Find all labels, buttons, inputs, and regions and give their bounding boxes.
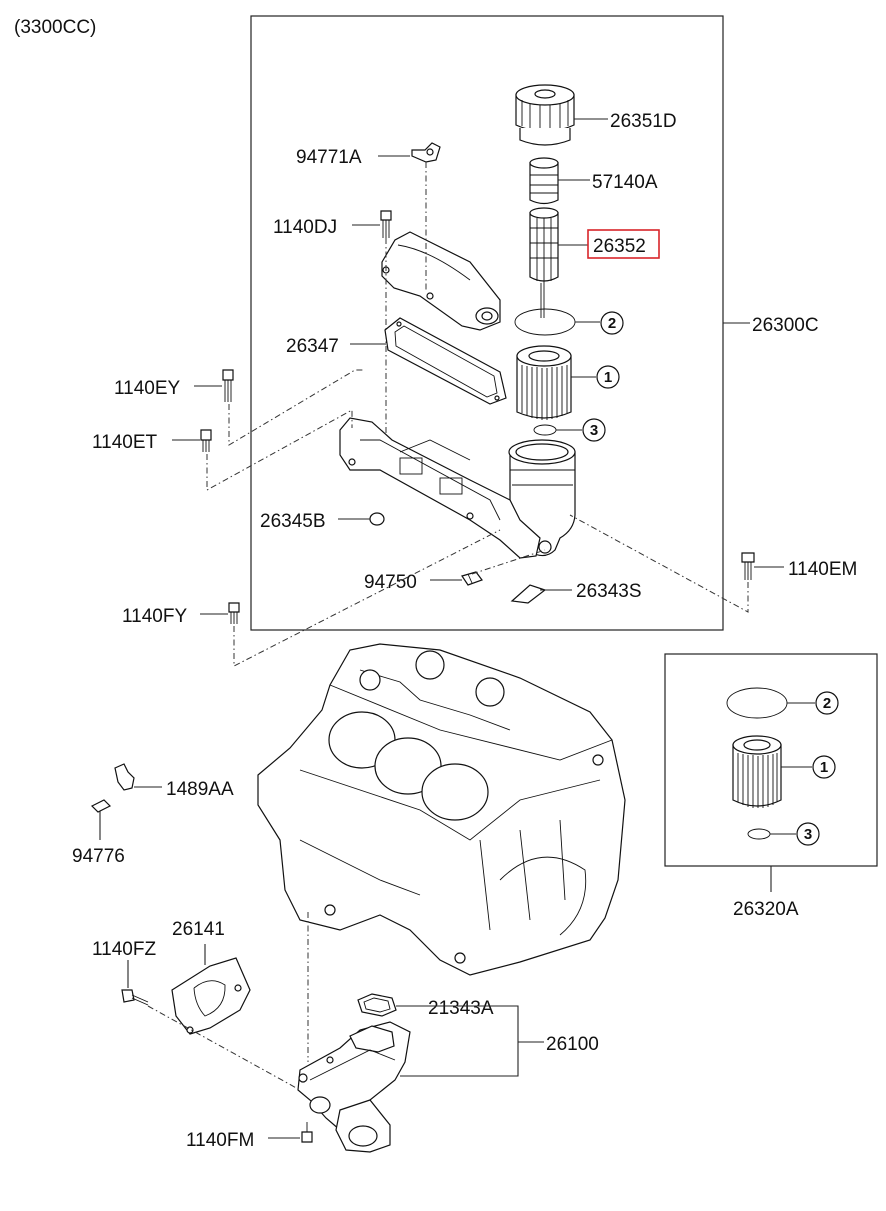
cooler-base-part[interactable]: [339, 417, 541, 559]
label-1140ET: 1140ET: [92, 432, 158, 453]
bolt-1140FZ-part[interactable]: [121, 989, 149, 1006]
bolt-1140FM-part[interactable]: [301, 1122, 313, 1143]
label-1489AA: 1489AA: [166, 779, 234, 800]
kit-callout-circle-3: [796, 822, 820, 846]
highlight-box-26352: [587, 229, 660, 259]
label-1140DJ: 1140DJ: [273, 217, 337, 238]
label-26345B: 26345B: [260, 511, 326, 532]
label-26347: 26347: [286, 336, 339, 357]
label-1140FY: 1140FY: [122, 606, 187, 627]
label-26351D: 26351D: [610, 111, 677, 132]
bolt-1140EM-part[interactable]: [741, 552, 755, 580]
label-26343S: 26343S: [576, 581, 642, 602]
gasket-21343A-part[interactable]: [357, 993, 397, 1017]
clip-1489AA-part[interactable]: [114, 763, 135, 791]
label-26320A: 26320A: [733, 899, 799, 920]
callout-1: 1: [604, 369, 612, 386]
oil-cooler-cover-part[interactable]: [381, 231, 501, 331]
label-1140EY: 1140EY: [114, 378, 181, 399]
label-26100: 26100: [546, 1034, 599, 1055]
label-plate-26343S-part[interactable]: [510, 584, 547, 604]
label-94776: 94776: [72, 846, 125, 867]
label-94771A: 94771A: [296, 147, 362, 168]
callout-circle-3: [582, 418, 606, 442]
cover-26141-part[interactable]: [171, 957, 251, 1035]
callout-circle-2: [600, 311, 624, 335]
engine-block-part: [257, 643, 626, 976]
label-1140FZ: 1140FZ: [92, 939, 156, 960]
gasket-26347-part[interactable]: [384, 317, 507, 405]
bracket-94771A-part[interactable]: [411, 142, 441, 163]
bolt-1140EY-part[interactable]: [222, 369, 234, 402]
label-94750: 94750: [364, 572, 417, 593]
filter-cage-part[interactable]: [529, 207, 559, 318]
label-1140EM: 1140EM: [788, 559, 857, 580]
kit-callout-circle-1: [812, 755, 836, 779]
plug-26345B-part[interactable]: [369, 512, 385, 526]
clip-94776-part[interactable]: [90, 799, 112, 840]
bolt-1140DJ-part[interactable]: [380, 210, 392, 238]
callout-3: 3: [590, 422, 598, 439]
label-1140FM: 1140FM: [186, 1130, 254, 1151]
kit-o-ring-small[interactable]: [747, 828, 771, 840]
kit-callout-1: 1: [820, 759, 828, 776]
kit-o-ring-large[interactable]: [726, 687, 788, 719]
oil-filter-cap-part[interactable]: [515, 84, 575, 146]
bolt-1140FY-part[interactable]: [228, 602, 240, 624]
label-57140A: 57140A: [592, 172, 658, 193]
kit-filter-element-part[interactable]: [732, 735, 782, 808]
callout-2: 2: [608, 315, 616, 332]
engine-spec-label: (3300CC): [14, 17, 96, 38]
filter-element-part[interactable]: [516, 345, 572, 420]
oil-pump-26100-part[interactable]: [297, 1021, 411, 1153]
label-21343A: 21343A: [428, 998, 494, 1019]
label-26141: 26141: [172, 919, 225, 940]
o-ring-large[interactable]: [514, 308, 576, 336]
kit-callout-circle-2: [815, 691, 839, 715]
kit-callout-3: 3: [804, 826, 812, 843]
kit-callout-2: 2: [823, 695, 831, 712]
label-26352: 26352: [593, 236, 646, 257]
sensor-94750-part[interactable]: [461, 571, 483, 586]
bolt-1140ET-part[interactable]: [200, 429, 212, 452]
o-ring-small[interactable]: [533, 424, 557, 436]
callout-circle-1: [596, 365, 620, 389]
label-26300C: 26300C: [752, 315, 819, 336]
cap-insert-part[interactable]: [529, 157, 559, 205]
